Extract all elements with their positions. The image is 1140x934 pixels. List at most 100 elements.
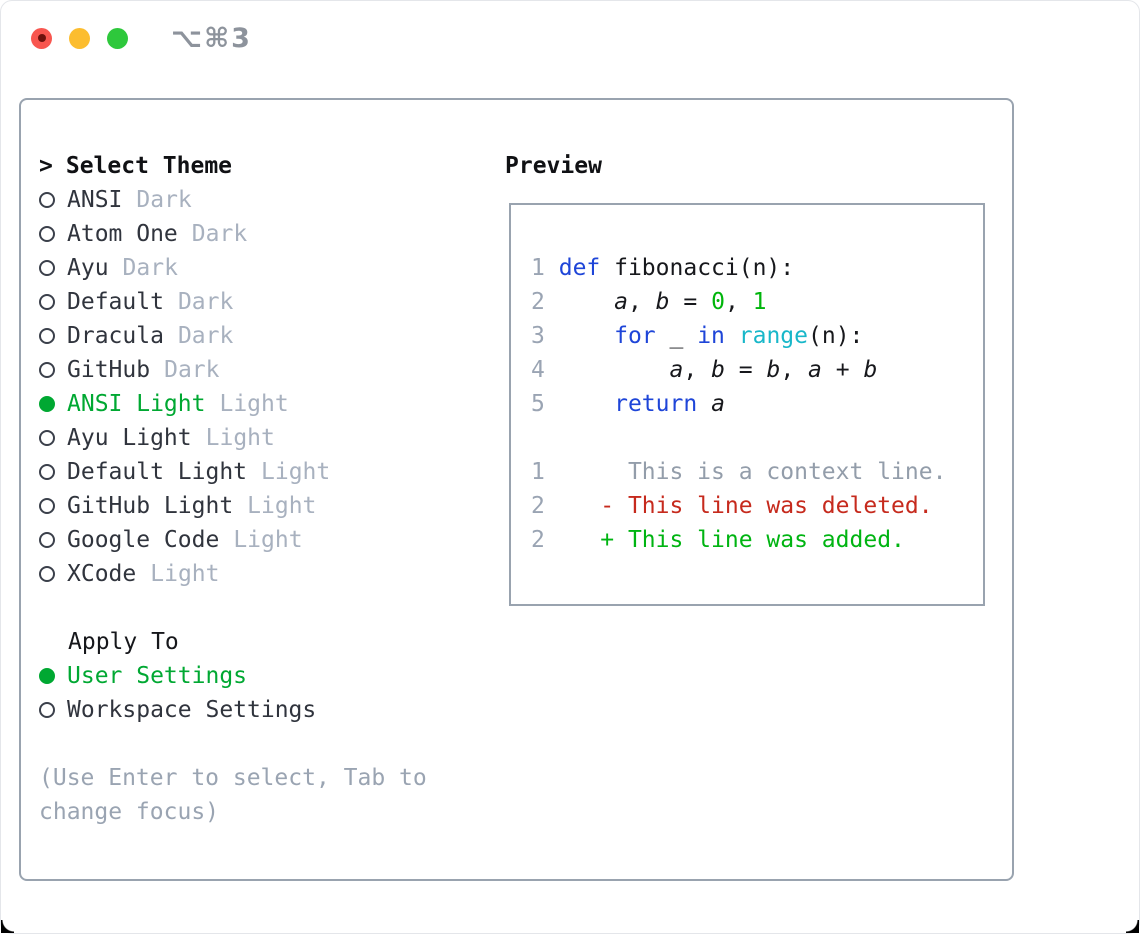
code-token bbox=[559, 357, 670, 383]
code-token: b bbox=[655, 289, 670, 315]
theme-name-label: Ayu Light bbox=[67, 425, 192, 451]
line-number: 2 bbox=[531, 527, 545, 553]
code-token: b bbox=[711, 357, 725, 383]
code-token: fibonacci(n): bbox=[600, 255, 795, 281]
code-token: + bbox=[821, 357, 864, 383]
select-theme-title: Select Theme bbox=[65, 153, 233, 179]
code-token bbox=[725, 323, 739, 349]
code-line: 3 for _ in range(n): bbox=[531, 319, 983, 353]
theme-name-label: ANSI Light bbox=[67, 391, 206, 417]
code-token: a bbox=[614, 289, 628, 315]
code-token: b bbox=[863, 357, 878, 383]
line-number: 4 bbox=[531, 357, 545, 383]
code-token: , bbox=[627, 289, 656, 315]
radio-selected-icon bbox=[39, 668, 55, 684]
spacer bbox=[39, 591, 427, 625]
close-button[interactable] bbox=[31, 27, 52, 49]
apply-to-title: Apply To bbox=[68, 629, 179, 655]
theme-variant-label: Light bbox=[261, 459, 331, 485]
apply-option-user-settings[interactable]: User Settings bbox=[39, 659, 427, 693]
window-title: ⌥⌘3 bbox=[171, 22, 252, 54]
code-line: 5 return a bbox=[531, 387, 983, 421]
zoom-button[interactable] bbox=[107, 27, 128, 49]
theme-option-ayu[interactable]: Ayu Dark bbox=[39, 251, 427, 285]
code-line: 2 a, b = 0, 1 bbox=[531, 285, 983, 319]
radio-icon bbox=[39, 328, 55, 344]
code-token: in bbox=[697, 323, 725, 349]
code-token: range bbox=[738, 323, 809, 349]
line-number: 1 bbox=[531, 459, 545, 485]
keyboard-hint: (Use Enter to select, Tab to change focu… bbox=[39, 765, 427, 825]
code-token: a bbox=[808, 357, 822, 383]
code-token: 1 bbox=[752, 289, 767, 315]
code-token: a bbox=[669, 357, 684, 383]
line-number: 3 bbox=[531, 323, 545, 349]
code-token: , bbox=[780, 357, 809, 383]
theme-variant-label: Light bbox=[150, 561, 220, 587]
line-number: 2 bbox=[531, 493, 545, 519]
preview-title: Preview bbox=[505, 153, 602, 179]
theme-name-label: GitHub bbox=[67, 357, 151, 383]
code-token: , bbox=[724, 289, 753, 315]
radio-icon bbox=[39, 294, 55, 310]
radio-icon bbox=[39, 430, 55, 446]
code-token: = bbox=[669, 289, 712, 315]
minimize-button[interactable] bbox=[69, 27, 90, 49]
theme-option-atom-one[interactable]: Atom One Dark bbox=[39, 217, 427, 251]
theme-variant-label: Dark bbox=[122, 255, 178, 281]
code-token: return bbox=[614, 391, 698, 417]
theme-name-label: Atom One bbox=[67, 221, 178, 247]
theme-variant-label: Dark bbox=[177, 323, 234, 349]
theme-name-label: Dracula bbox=[67, 323, 164, 349]
theme-variant-label: Dark bbox=[136, 187, 192, 213]
line-number: 2 bbox=[531, 289, 545, 315]
diff-preview: 1 This is a context line.2 - This line w… bbox=[531, 455, 983, 557]
theme-option-dracula[interactable]: Dracula Dark bbox=[39, 319, 427, 353]
diff-line-deleted: 2 - This line was deleted. bbox=[531, 489, 983, 523]
code-token: (n): bbox=[808, 323, 864, 349]
apply-option-workspace-settings[interactable]: Workspace Settings bbox=[39, 693, 427, 727]
code-line: 4 a, b = b, a + b bbox=[531, 353, 983, 387]
code-token: 0 bbox=[711, 289, 725, 315]
apply-option-label: User Settings bbox=[67, 663, 248, 689]
code-token: def bbox=[558, 255, 601, 281]
theme-variant-label: Dark bbox=[191, 221, 248, 247]
code-token: a bbox=[711, 391, 725, 417]
prompt-arrow-icon: > bbox=[39, 153, 53, 179]
diff-text: - This line was deleted. bbox=[600, 493, 933, 519]
radio-icon bbox=[39, 566, 55, 582]
radio-icon bbox=[39, 192, 55, 208]
apply-to-header: Apply To bbox=[39, 625, 427, 659]
theme-variant-label: Light bbox=[233, 527, 303, 553]
apply-option-label: Workspace Settings bbox=[67, 697, 317, 723]
code-token bbox=[559, 323, 614, 349]
code-token: = bbox=[724, 357, 767, 383]
radio-icon bbox=[39, 464, 55, 480]
line-number: 1 bbox=[531, 255, 545, 281]
theme-name-label: Ayu bbox=[67, 255, 109, 281]
radio-icon bbox=[39, 260, 55, 276]
diff-line-context: 1 This is a context line. bbox=[531, 455, 983, 489]
radio-icon bbox=[39, 226, 55, 242]
radio-selected-icon bbox=[39, 396, 55, 412]
code-token bbox=[697, 391, 711, 417]
code-token: b bbox=[766, 357, 781, 383]
blank-line bbox=[531, 421, 983, 455]
theme-name-label: GitHub Light bbox=[67, 493, 234, 519]
theme-name-label: Default bbox=[67, 289, 164, 315]
code-token: , bbox=[683, 357, 712, 383]
code-token bbox=[559, 391, 614, 417]
